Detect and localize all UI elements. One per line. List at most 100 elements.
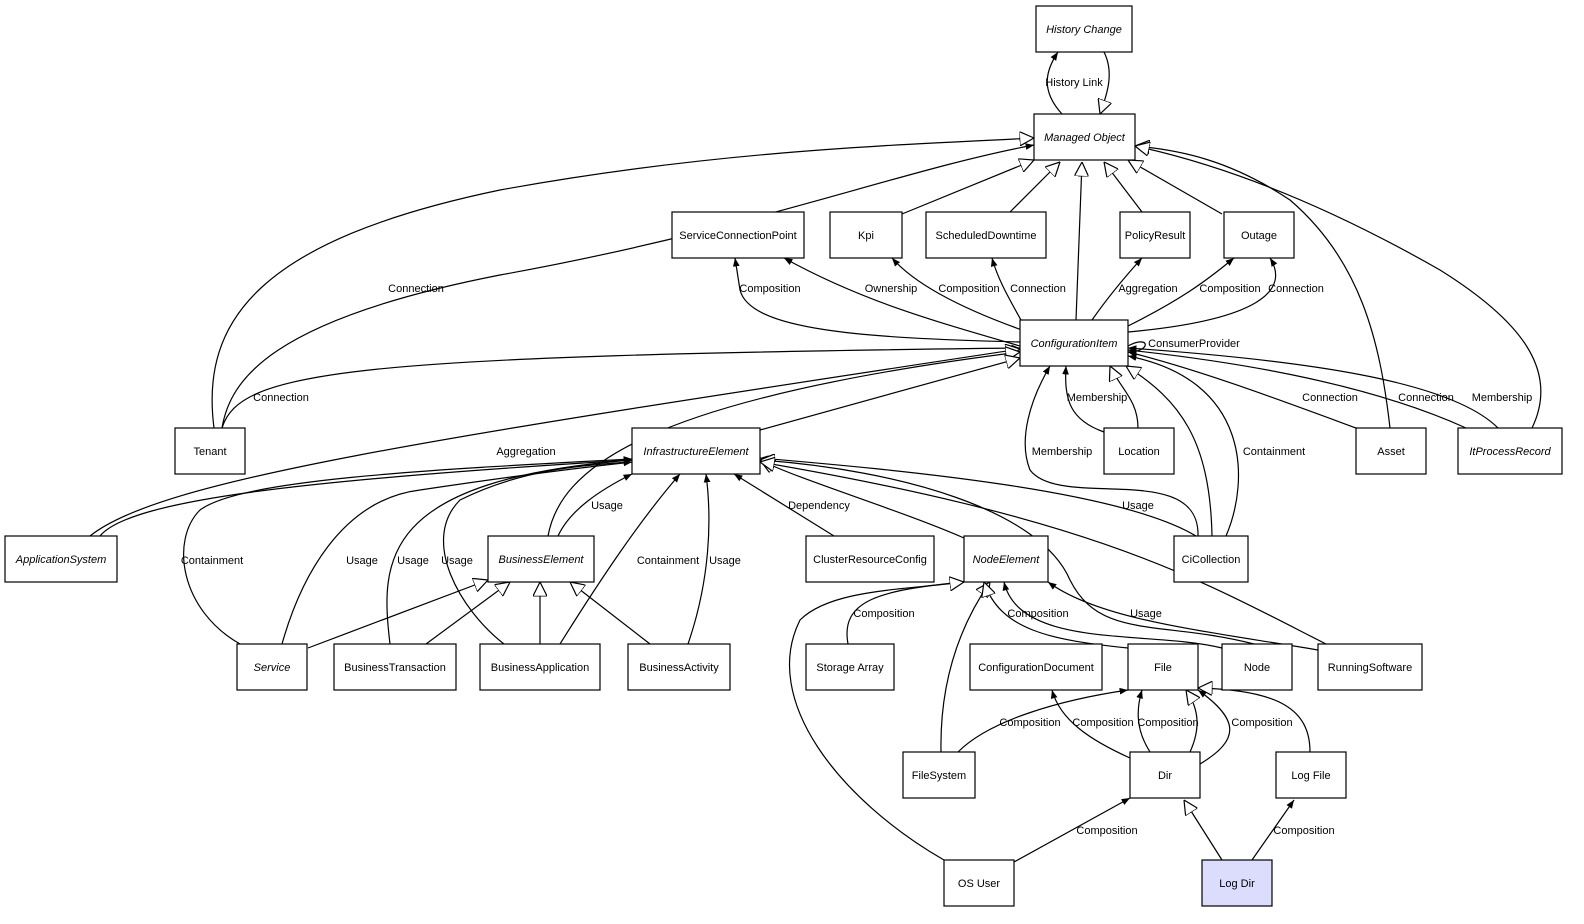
- class-name: PolicyResult: [1125, 230, 1186, 242]
- class-node-kpi[interactable]: Kpi: [829, 211, 903, 259]
- class-name: Managed Object: [1044, 132, 1126, 144]
- class-box[interactable]: [1275, 751, 1347, 799]
- class-node-itprocessrecord[interactable]: ItProcessRecord: [1457, 427, 1563, 475]
- class-node-historychange[interactable]: History Change: [1035, 5, 1133, 53]
- class-node-scheduleddowntime[interactable]: ScheduledDowntime: [925, 211, 1047, 259]
- class-node-logfile[interactable]: Log File: [1275, 751, 1347, 799]
- class-box[interactable]: [1223, 211, 1295, 259]
- edge-label: Connection: [1010, 283, 1066, 295]
- edge-label: Usage: [591, 500, 623, 512]
- class-node-storagearray[interactable]: Storage Array: [805, 643, 895, 691]
- class-node-outage[interactable]: Outage: [1223, 211, 1295, 259]
- class-name: BusinessTransaction: [344, 662, 446, 674]
- class-node-osuser[interactable]: OS User: [943, 859, 1015, 907]
- class-name: CiCollection: [1182, 554, 1241, 566]
- class-node-configurationdocument[interactable]: ConfigurationDocument: [969, 643, 1103, 691]
- class-node-configurationitem[interactable]: ConfigurationItem: [1019, 319, 1129, 367]
- class-name: File: [1154, 662, 1172, 674]
- class-box[interactable]: [487, 535, 595, 583]
- edge-association-logdir-to-logfile: [1251, 799, 1295, 861]
- edge-inheritance-cicollection-to-configurationitem: [1126, 366, 1213, 537]
- class-node-policyresult[interactable]: PolicyResult: [1119, 211, 1191, 259]
- edge-label: Membership: [1472, 392, 1533, 404]
- class-box[interactable]: [1033, 113, 1136, 161]
- edge-association-businessactivity-to-infrastructureelement: [687, 473, 711, 645]
- class-node-managedobject[interactable]: Managed Object: [1033, 113, 1136, 161]
- class-box[interactable]: [1103, 427, 1175, 475]
- class-box[interactable]: [1119, 211, 1191, 259]
- edge-inheritance-scheduleddowntime-to-managedobject: [1009, 162, 1060, 213]
- class-name: Storage Array: [816, 662, 884, 674]
- class-node-infrastructureelement[interactable]: InfrastructureElement: [631, 427, 761, 475]
- class-node-clusterresourceconfig[interactable]: ClusterResourceConfig: [805, 535, 935, 583]
- class-node-businessactivity[interactable]: BusinessActivity: [627, 643, 731, 691]
- class-box[interactable]: [631, 427, 761, 475]
- class-box[interactable]: [963, 535, 1049, 583]
- class-box[interactable]: [1457, 427, 1563, 475]
- class-box[interactable]: [1201, 859, 1273, 907]
- class-box[interactable]: [969, 643, 1103, 691]
- class-box[interactable]: [1317, 643, 1423, 691]
- edge-label: Connection: [1398, 392, 1454, 404]
- class-box[interactable]: [479, 643, 601, 691]
- class-box[interactable]: [627, 643, 731, 691]
- class-node-filesystem[interactable]: FileSystem: [902, 751, 976, 799]
- generalization-arrow: [940, 582, 990, 753]
- class-box[interactable]: [805, 535, 935, 583]
- class-box[interactable]: [829, 211, 903, 259]
- class-box[interactable]: [805, 643, 895, 691]
- class-node-businesselement[interactable]: BusinessElement: [487, 535, 595, 583]
- generalization-arrow: [1104, 162, 1143, 213]
- class-name: Log File: [1291, 770, 1330, 782]
- edge-association-dir-to-file: [1197, 689, 1231, 765]
- class-box[interactable]: [4, 535, 118, 583]
- class-node-applicationsystem[interactable]: ApplicationSystem: [4, 535, 118, 583]
- association-arrow: [687, 473, 711, 645]
- edge-label: Aggregation: [1118, 283, 1177, 295]
- class-node-businessapplication[interactable]: BusinessApplication: [479, 643, 601, 691]
- class-node-tenant[interactable]: Tenant: [174, 427, 246, 475]
- class-node-nodeelement[interactable]: NodeElement: [963, 535, 1049, 583]
- class-box[interactable]: [1221, 643, 1293, 691]
- class-box[interactable]: [174, 427, 246, 475]
- class-box[interactable]: [236, 643, 308, 691]
- class-node-businesstransaction[interactable]: BusinessTransaction: [333, 643, 457, 691]
- edge-association-dir-to-configurationdocument: [1050, 689, 1131, 759]
- class-node-asset[interactable]: Asset: [1355, 427, 1427, 475]
- class-node-serviceconnectionpoint[interactable]: ServiceConnectionPoint: [671, 211, 805, 259]
- class-box[interactable]: [1355, 427, 1427, 475]
- class-node-runningsoftware[interactable]: RunningSoftware: [1317, 643, 1423, 691]
- class-box[interactable]: [671, 211, 805, 259]
- edge-inheritance-policyresult-to-managedobject: [1104, 162, 1143, 213]
- association-arrow: [183, 456, 633, 645]
- class-box[interactable]: [902, 751, 976, 799]
- class-node-node[interactable]: Node: [1221, 643, 1293, 691]
- association-arrow: [1062, 365, 1105, 433]
- class-node-cicollection[interactable]: CiCollection: [1173, 535, 1249, 583]
- class-box[interactable]: [333, 643, 457, 691]
- class-box[interactable]: [1035, 5, 1133, 53]
- class-box[interactable]: [1129, 751, 1201, 799]
- edge-inheritance-kpi-to-managedobject: [901, 160, 1034, 215]
- edge-label: Connection: [1302, 392, 1358, 404]
- generalization-arrow: [759, 358, 1020, 431]
- class-box[interactable]: [1019, 319, 1129, 367]
- class-node-location[interactable]: Location: [1103, 427, 1175, 475]
- class-node-file[interactable]: File: [1127, 643, 1199, 691]
- class-node-service[interactable]: Service: [236, 643, 308, 691]
- association-arrow: [221, 344, 1021, 429]
- class-box[interactable]: [1127, 643, 1199, 691]
- class-name: InfrastructureElement: [643, 446, 749, 458]
- class-node-dir[interactable]: Dir: [1129, 751, 1201, 799]
- class-name: Asset: [1377, 446, 1405, 458]
- class-box[interactable]: [1173, 535, 1249, 583]
- class-name: ServiceConnectionPoint: [679, 230, 796, 242]
- edge-label: Usage: [709, 555, 741, 567]
- class-box[interactable]: [943, 859, 1015, 907]
- edge-inheritance-businessactivity-to-businesselement: [570, 582, 651, 645]
- class-box[interactable]: [925, 211, 1047, 259]
- generalization-arrow: [1184, 800, 1223, 861]
- class-node-logdir[interactable]: Log Dir: [1201, 859, 1273, 907]
- edge-inheritance-applicationsystem-to-configurationitem: [89, 349, 1020, 537]
